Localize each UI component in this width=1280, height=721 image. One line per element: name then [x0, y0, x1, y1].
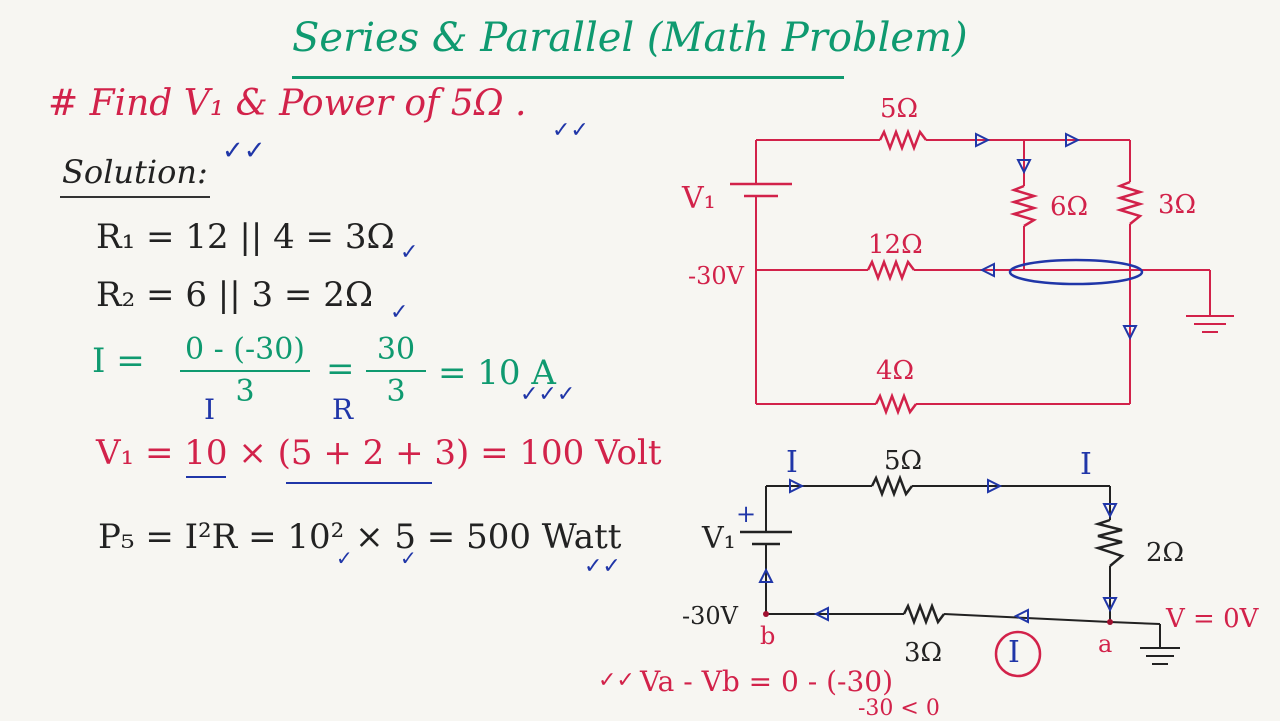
c2-i-left-label: I [786, 445, 798, 480]
fraction-2: 30 3 [366, 334, 426, 407]
solution-underline [60, 196, 210, 198]
step-current-lhs: I = [92, 341, 145, 381]
step-v1: V₁ = 10 × (5 + 2 + 3) = 100 Volt [96, 433, 662, 473]
step-current-equals: = [326, 349, 355, 389]
checkmark-icon: ✓ [336, 546, 353, 570]
circuit-1 [730, 139, 1234, 405]
c2-voltage-equation: Va - Vb = 0 - (-30) [640, 665, 894, 698]
step-current-result: = 10 A [438, 353, 556, 393]
arrow-icons-c1 [975, 132, 1138, 341]
resistor-4ohm-c1 [874, 392, 917, 416]
fraction-2-denominator: 3 [386, 373, 406, 409]
resistance-symbol-label: R [332, 393, 354, 426]
underline [186, 476, 226, 478]
c2-v30-label: -30V [682, 602, 738, 630]
step-power: P₅ = I²R = 10² × 5 = 500 Watt [98, 517, 622, 557]
node-highlight [1008, 258, 1144, 286]
resistor-12ohm-c1 [866, 258, 915, 282]
checkmark-icon: ✓ [400, 546, 417, 570]
checkmark-icon: ✓✓ [584, 554, 621, 579]
resistor-2ohm-c2 [1093, 518, 1125, 567]
solution-label: Solution: [62, 153, 208, 191]
step-r1: R₁ = 12 || 4 = 3Ω [96, 217, 395, 257]
c2-r2-label: 2Ω [1146, 538, 1185, 568]
checkmark-icon: ✓✓ [598, 668, 635, 693]
circuit-2 [740, 485, 1180, 665]
current-circle [994, 630, 1042, 678]
c1-r3-label: 3Ω [1158, 190, 1197, 220]
resistor-5ohm-c2 [870, 474, 913, 498]
resistor-6ohm-c1 [1009, 184, 1039, 228]
fraction-1-denominator: 3 [235, 373, 255, 409]
c2-plus-label: + [736, 500, 757, 528]
step-r2: R₂ = 6 || 3 = 2Ω [96, 275, 374, 315]
c1-v30-label: -30V [688, 262, 744, 290]
c1-r5-label: 5Ω [880, 94, 919, 124]
c2-current-circled-label: I [1008, 635, 1020, 670]
c1-r4-label: 4Ω [876, 356, 915, 386]
c1-v1-label: V₁ [682, 181, 716, 216]
checkmark-icon: ✓✓✓ [520, 382, 576, 407]
c2-i-right-label: I [1080, 447, 1092, 482]
c2-r5-label: 5Ω [884, 446, 923, 476]
checkmark-icon: ✓ [400, 240, 419, 265]
c2-v1-label: V₁ [702, 521, 736, 556]
question-text: # Find V₁ & Power of 5Ω . [48, 83, 527, 124]
resistor-3ohm-c1 [1115, 180, 1145, 225]
fraction-1: 0 - (-30) 3 [180, 334, 310, 407]
underline [286, 482, 432, 484]
fraction-bar [180, 369, 310, 372]
node-b-dot [763, 611, 769, 617]
c2-node-a-label: a [1098, 630, 1113, 658]
resistor-5ohm-c1 [878, 128, 927, 152]
c2-v0-label: V = 0V [1166, 604, 1259, 634]
fraction-2-numerator: 30 [376, 332, 416, 367]
checkmark-icon: ✓✓ [552, 118, 589, 143]
c2-node-b-label: b [760, 622, 776, 650]
c1-r6-label: 6Ω [1050, 192, 1089, 222]
c1-r12-label: 12Ω [868, 230, 923, 260]
resistor-3ohm-c2 [902, 602, 945, 626]
c2-r3-label: 3Ω [904, 638, 943, 668]
c2-inequality: -30 < 0 [858, 696, 940, 721]
fraction-1-numerator: 0 - (-30) [184, 332, 305, 367]
fraction-bar [366, 369, 426, 372]
current-symbol-label: I [204, 393, 216, 426]
checkmark-icon: ✓✓ [222, 136, 266, 166]
title-underline [292, 76, 844, 79]
arrow-icons-c2 [758, 478, 1118, 624]
checkmark-icon: ✓ [390, 300, 409, 325]
node-a-dot [1107, 619, 1113, 625]
page-title: Series & Parallel (Math Problem) [292, 15, 968, 61]
